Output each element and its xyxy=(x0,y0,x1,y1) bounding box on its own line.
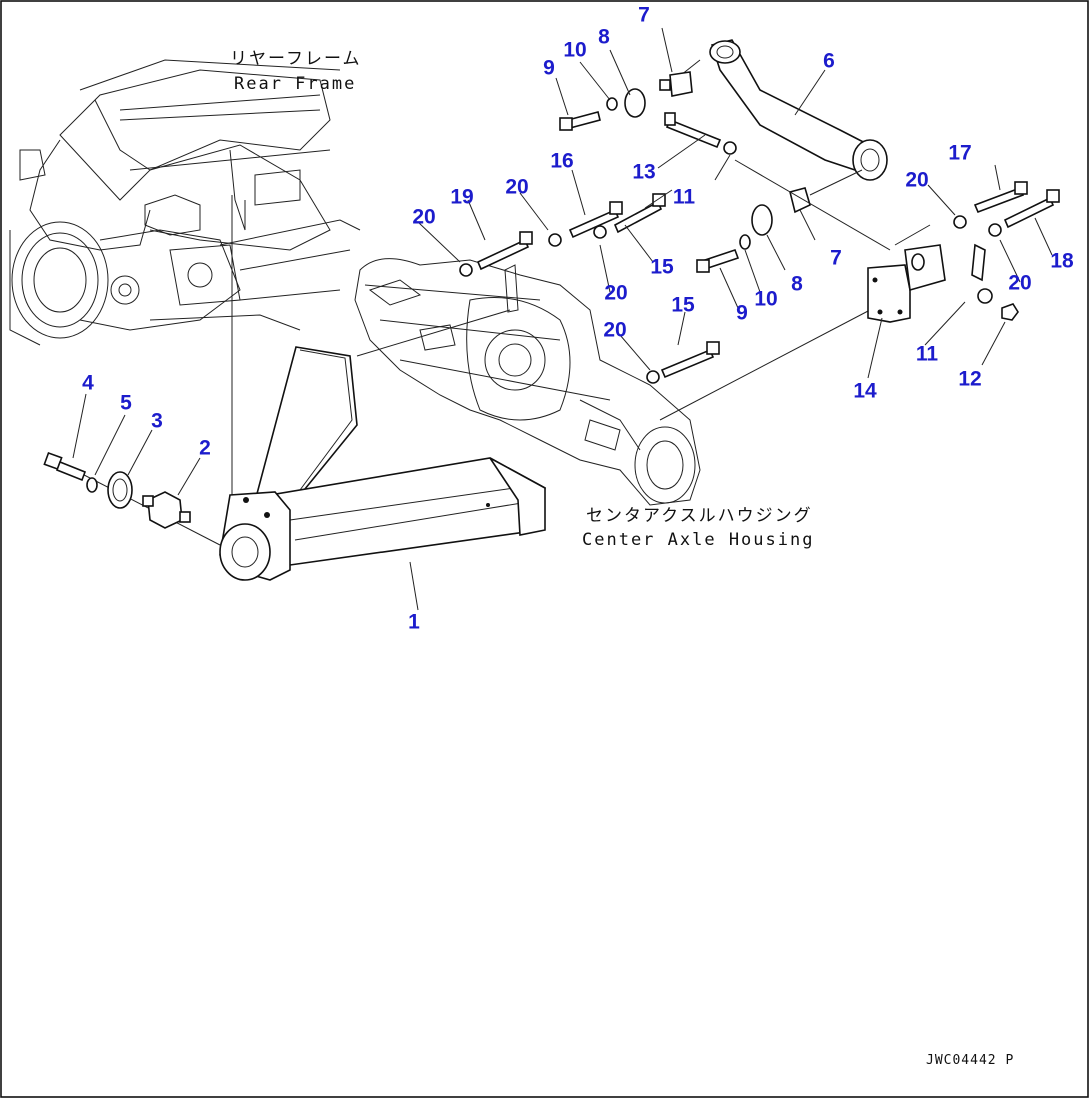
callout-20-right-upper: 20 xyxy=(905,168,929,192)
callout-10-top: 10 xyxy=(563,38,587,62)
callout-6: 6 xyxy=(823,49,835,73)
callout-5: 5 xyxy=(120,391,132,415)
callout-13: 13 xyxy=(632,160,656,184)
callout-11-right: 11 xyxy=(915,342,939,366)
callout-8-right: 8 xyxy=(791,272,803,296)
callout-12: 12 xyxy=(958,367,982,391)
callout-20-center: 20 xyxy=(505,175,529,199)
callout-7-right: 7 xyxy=(830,246,842,270)
center-axle-caption-en: Center Axle Housing xyxy=(582,530,815,550)
rear-frame-drawing xyxy=(9,59,361,346)
rear-frame-caption-en: Rear Frame xyxy=(234,74,357,94)
callout-20-left: 20 xyxy=(412,205,436,229)
callout-19: 19 xyxy=(450,185,474,209)
arm-part-1 xyxy=(219,346,546,581)
callout-20-mid: 20 xyxy=(604,281,628,305)
callout-8-top: 8 xyxy=(598,25,610,49)
callout-15-upper: 15 xyxy=(650,255,674,279)
bracket-part-14 xyxy=(867,181,1060,323)
rear-frame-caption-jp: リヤーフレーム xyxy=(230,49,362,69)
callout-4: 4 xyxy=(82,371,94,395)
upper-link-part-6 xyxy=(559,39,888,273)
center-axle-housing-drawing xyxy=(354,258,701,506)
callout-2: 2 xyxy=(199,436,211,460)
left-hardware xyxy=(43,451,221,546)
callout-16: 16 xyxy=(550,149,574,173)
callout-9-top: 9 xyxy=(543,56,555,80)
callout-14: 14 xyxy=(853,379,877,403)
callout-20-right-lower: 20 xyxy=(1008,271,1032,295)
callout-20-lower: 20 xyxy=(603,318,627,342)
callout-7-top: 7 xyxy=(638,3,650,27)
leader-lines xyxy=(72,27,1053,611)
center-axle-caption-jp: センタアクスルハウジング xyxy=(586,506,813,526)
callout-1: 1 xyxy=(408,610,420,634)
callout-18: 18 xyxy=(1050,249,1074,273)
callout-11-center: 11 xyxy=(672,185,696,209)
callout-10-right: 10 xyxy=(754,287,778,311)
callout-15-lower: 15 xyxy=(671,293,695,317)
callout-9-right: 9 xyxy=(736,301,748,325)
center-bolts xyxy=(459,112,891,421)
callout-3: 3 xyxy=(151,409,163,433)
document-id: JWC04442 P xyxy=(926,1053,1015,1068)
callout-17: 17 xyxy=(948,141,972,165)
